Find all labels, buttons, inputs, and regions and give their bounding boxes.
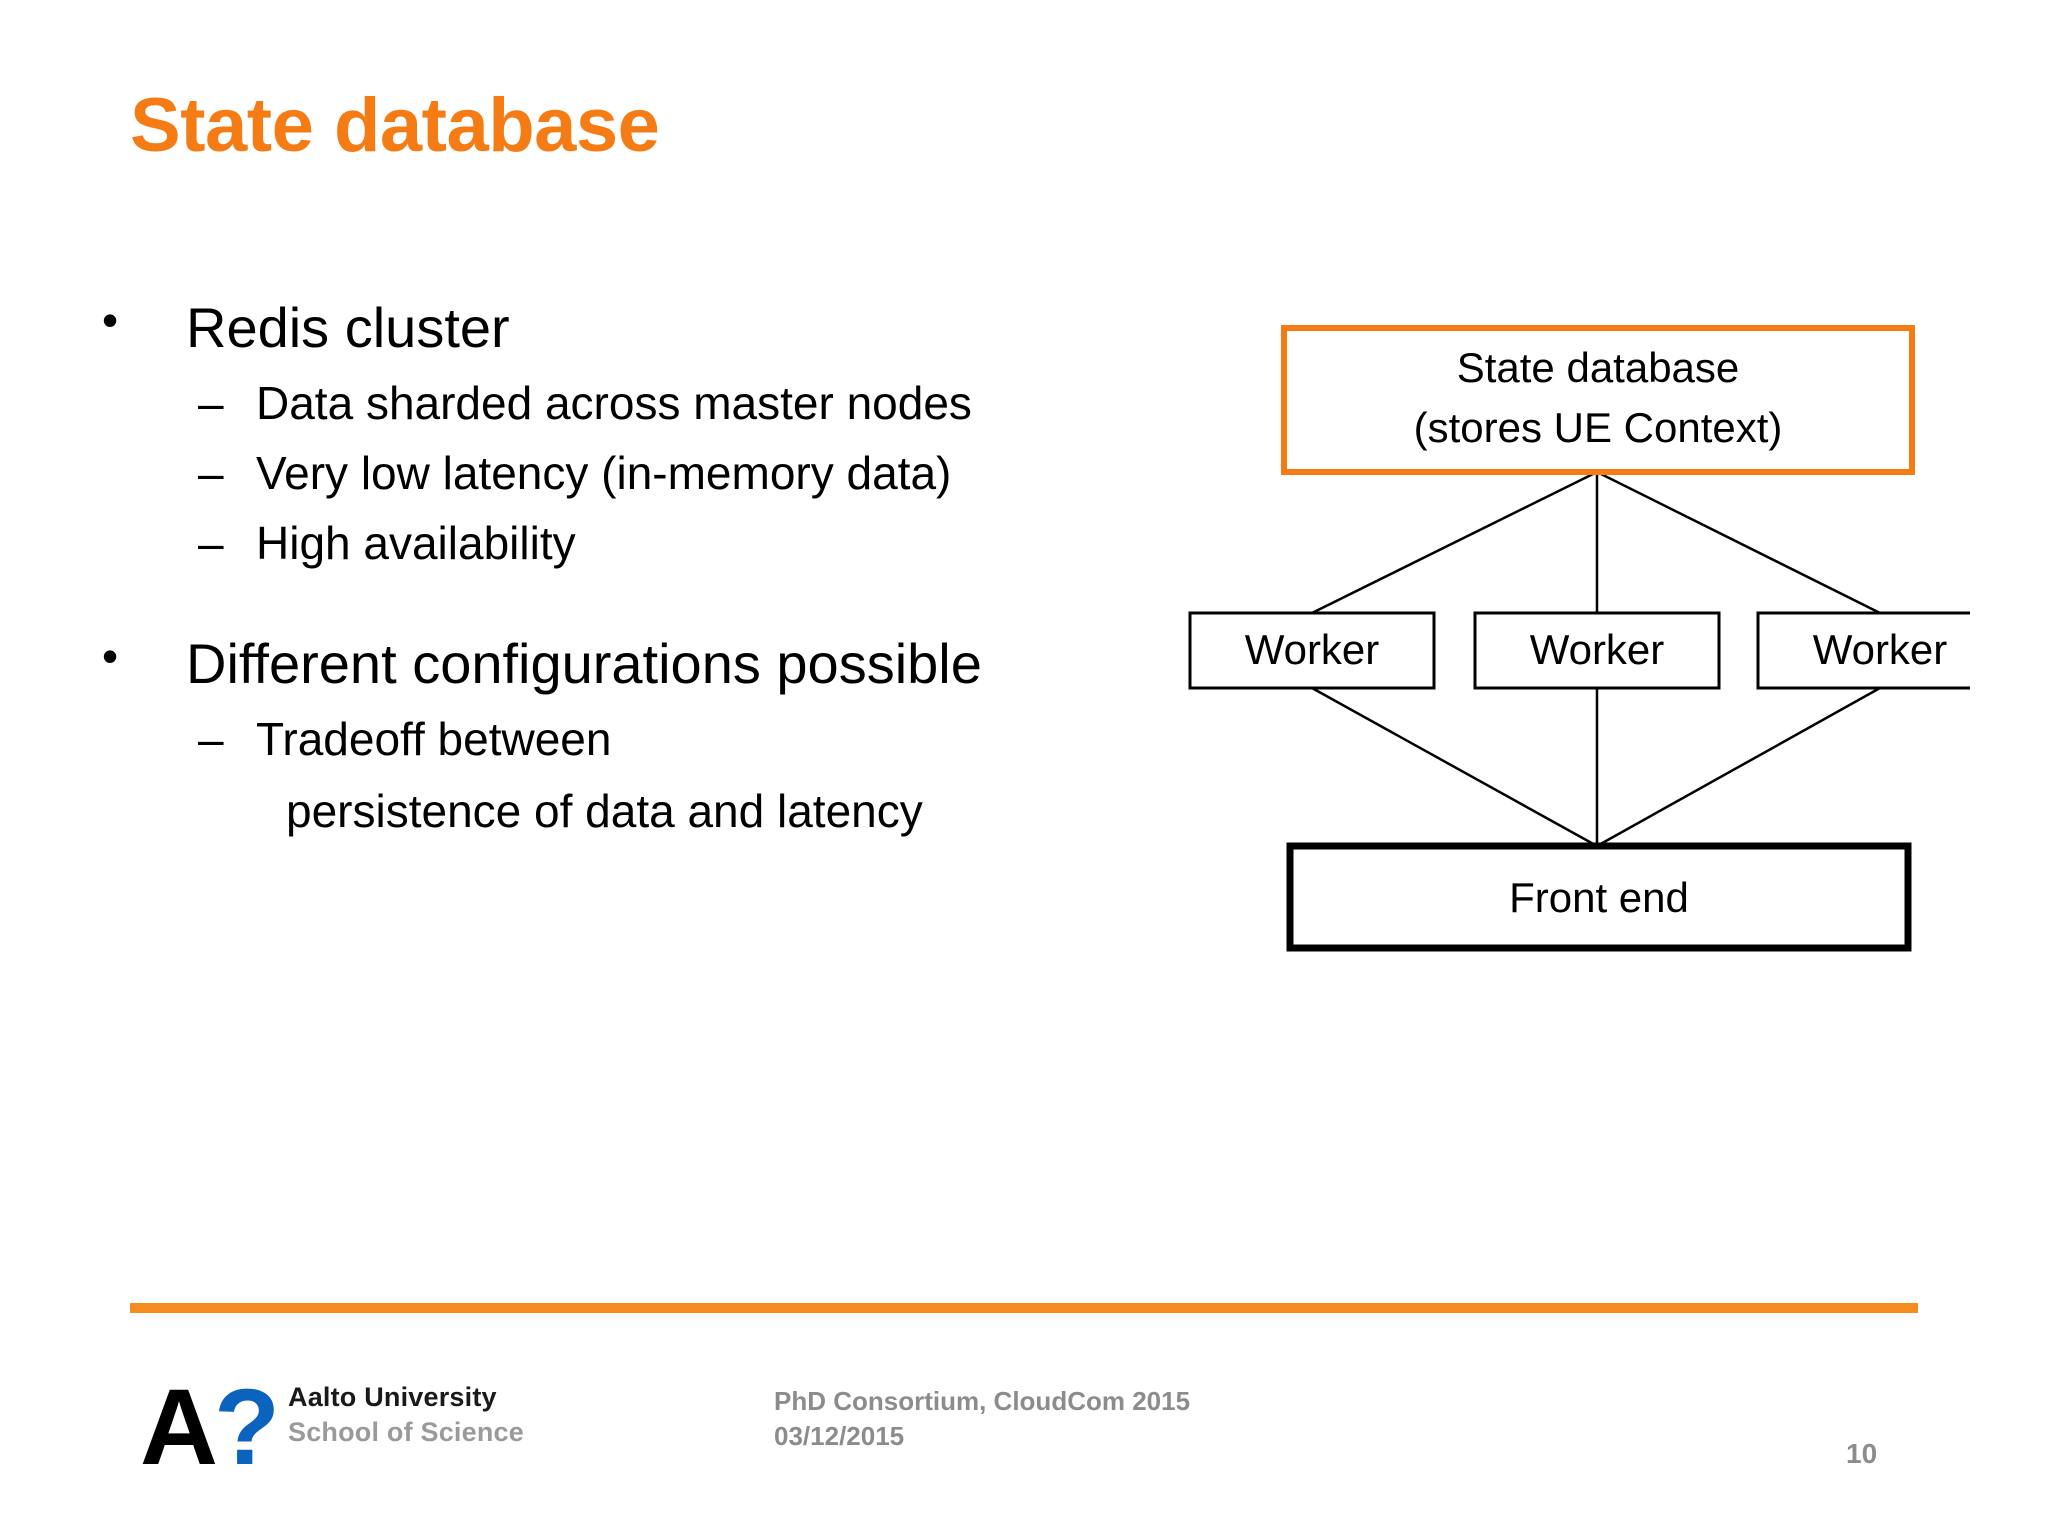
sub-bullet-marker-dash: –: [198, 447, 224, 499]
aalto-wordmark-university: Aalto University: [288, 1382, 497, 1412]
sub-bullet-data-sharded: – Data sharded across master nodes: [88, 380, 988, 426]
footer-event: PhD Consortium, CloudCom 2015: [774, 1386, 1191, 1416]
sub-bullet-label: Very low latency (in-memory data): [256, 447, 952, 499]
bullet-label: Redis cluster: [186, 296, 510, 359]
page-number: 10: [1846, 1438, 1878, 1469]
node-worker-2-label: Worker: [1530, 626, 1665, 673]
node-worker-1: [1188, 611, 1436, 690]
bullet-redis-cluster: • Redis cluster: [88, 294, 988, 356]
node-worker-3-label: Worker: [1813, 626, 1948, 673]
bullet-marker-dot: •: [102, 294, 119, 346]
aalto-logo-letter-a: A: [140, 1378, 218, 1478]
footer-accent-rule: [130, 1303, 1918, 1313]
sub-bullet-label: High availability: [256, 517, 576, 569]
node-front-end-label: Front end: [1509, 874, 1689, 921]
node-worker-1-label: Worker: [1245, 626, 1380, 673]
sub-bullet-tradeoff-between: – Tradeoff between: [88, 716, 988, 762]
connector-lines-db-to-workers: [1311, 470, 1881, 615]
sub-bullet-marker-dash: –: [198, 517, 224, 569]
sub-bullet-marker-dash: –: [198, 377, 224, 429]
node-front-end: [1286, 842, 1912, 952]
bullet-label: Different configurations possible: [186, 632, 982, 695]
architecture-diagram: State database (stores UE Context) Worke…: [1180, 300, 1970, 1000]
aalto-wordmark: Aalto University School of Science: [288, 1380, 524, 1449]
sub-bullet-label: Data sharded across master nodes: [256, 377, 972, 429]
sub-bullet-continuation-persistence: persistence of data and latency: [286, 785, 923, 837]
sub-bullet-marker-dash: –: [198, 713, 224, 765]
node-state-database: [1281, 325, 1915, 475]
bullet-marker-dot: •: [102, 630, 119, 682]
sub-bullet-low-latency: – Very low latency (in-memory data): [88, 450, 988, 496]
node-worker-2: [1473, 611, 1721, 690]
sub-bullet-high-availability: – High availability: [88, 520, 988, 566]
sub-bullet-label: Tradeoff between: [256, 713, 612, 765]
bullet-group-spacer: [88, 566, 988, 636]
footer-date: 03/12/2015: [774, 1420, 905, 1451]
page-title: State database: [130, 83, 660, 168]
footer-metadata: PhD Consortium, CloudCom 2015 03/12/2015: [774, 1384, 1190, 1453]
aalto-logo: A ?: [140, 1366, 410, 1487]
aalto-logo-question-mark: ?: [214, 1378, 280, 1478]
node-state-database-line2: (stores UE Context): [1414, 404, 1783, 451]
aalto-wordmark-school: School of Science: [288, 1416, 524, 1447]
connector-lines-workers-to-frontend: [1311, 686, 1881, 848]
bullet-different-configurations: • Different configurations possible: [88, 630, 988, 692]
bullet-list: • Redis cluster – Data sharded across ma…: [88, 294, 988, 837]
node-state-database-line1: State database: [1457, 344, 1740, 391]
connector-db-worker-1: [1311, 470, 1598, 615]
connector-worker-3-frontend: [1596, 686, 1881, 848]
connector-worker-1-frontend: [1311, 686, 1598, 848]
connector-db-worker-3: [1596, 470, 1881, 615]
node-worker-3: [1756, 611, 1970, 690]
